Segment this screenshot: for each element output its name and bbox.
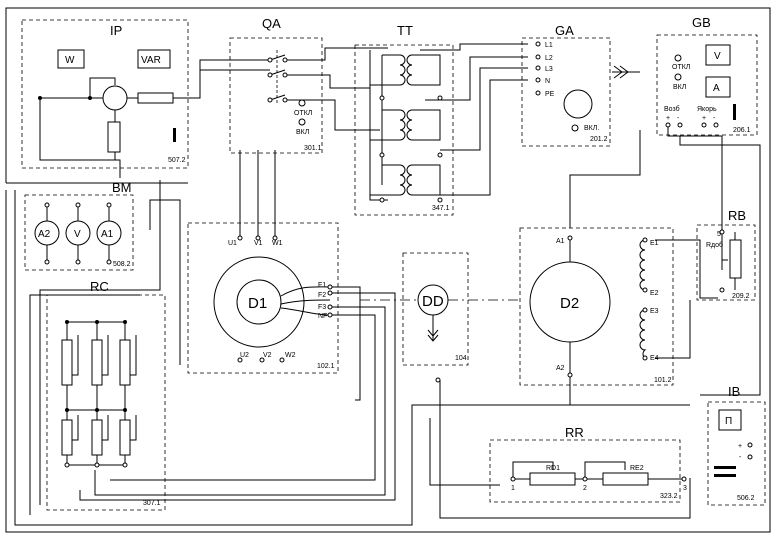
bm-code: 508.2 (113, 261, 131, 268)
ga-l2: L2 (545, 55, 553, 62)
ib-code: 506.2 (737, 495, 755, 502)
d1-u1: U1 (228, 240, 237, 247)
d1-f1: F1 (318, 282, 326, 289)
rb-block: RB 5 Rдоб 209.2 (696, 208, 756, 301)
gb-v: V (714, 51, 721, 62)
rr-block: RR RD1 RE2 1 2 3 323.2 (489, 425, 687, 503)
d1-block: U1 V1 W1 D1 F1 F2 F3 NF U2 V2 W2 102.1 (187, 222, 339, 374)
d1-u2: U2 (240, 352, 249, 359)
dd-code: 104 (455, 355, 467, 362)
rr-t2: 2 (583, 485, 587, 492)
ga-title: GA (555, 23, 574, 38)
d1-v1: V1 (254, 240, 263, 247)
var-meter-box (137, 49, 171, 69)
rb-code: 209.2 (732, 293, 750, 300)
ga-pe: PE (545, 91, 555, 98)
gb-on-label: ВКЛ (673, 84, 687, 91)
gb-plus-2: + (702, 115, 706, 122)
var-label: VAR (141, 55, 161, 66)
d1-f2: F2 (318, 292, 326, 299)
ga-l1: L1 (545, 42, 553, 49)
d2-e1: E1 (650, 240, 659, 247)
rr-r2: RE2 (630, 465, 644, 472)
tt-block: TT 347.1 (354, 23, 454, 216)
gb-block: GB ОТКЛ ВКЛ V A Возб Якорь + - + - 206.1 (656, 15, 758, 136)
qa-block: QA ОТКЛ ВКЛ 301.1 (229, 16, 323, 154)
qa-title: QA (262, 16, 281, 31)
ib-block: IB П + - 506.2 (707, 384, 766, 506)
gb-a: A (713, 83, 720, 94)
tt-title: TT (397, 23, 413, 38)
d1-f3: F3 (318, 304, 326, 311)
rb-title: RB (728, 208, 746, 223)
w-meter-box (57, 49, 85, 69)
rc-code: 307.1 (143, 500, 161, 507)
ib-button[interactable] (718, 409, 742, 431)
bm-a2: A2 (38, 229, 51, 240)
dd-block: DD 104 (402, 252, 469, 383)
rr-title: RR (565, 425, 584, 440)
qa-off-button[interactable] (298, 99, 306, 107)
bm-v: V (74, 229, 81, 240)
gb-yakor: Якорь (697, 106, 717, 113)
d1-nf: NF (318, 313, 327, 320)
d2-block: A1 D2 A2 E1 E2 E3 E4 101.2 (519, 227, 674, 386)
gb-off-button[interactable] (674, 54, 682, 62)
bm-block: BM A2 V A1 508.2 (24, 180, 134, 271)
ga-vkl-label: ВКЛ. (584, 125, 599, 132)
d2-a2: A2 (556, 365, 565, 372)
rr-code: 323.2 (660, 493, 678, 500)
rb-r-label: Rдоб (706, 241, 723, 249)
rr-t3: 3 (683, 485, 687, 492)
gb-minus-2: - (713, 115, 716, 122)
rr-r1: RD1 (546, 465, 560, 472)
gb-code: 206.1 (733, 127, 751, 134)
dd-label: DD (422, 293, 444, 310)
d1-label: D1 (248, 295, 267, 312)
d2-e4: E4 (650, 355, 659, 362)
ip-title: IP (110, 23, 122, 38)
d1-w1: W1 (272, 240, 283, 247)
rc-title: RC (90, 279, 109, 294)
d2-code: 101.2 (654, 377, 672, 384)
d1-w2: W2 (285, 352, 296, 359)
qa-on-label: ВКЛ (296, 129, 310, 136)
ga-on-button[interactable] (571, 124, 579, 132)
ip-code: 507.2 (168, 157, 186, 164)
ga-l3: L3 (545, 66, 553, 73)
bm-title: BM (112, 180, 132, 195)
d2-e2: E2 (650, 290, 659, 297)
qa-code: 301.1 (304, 145, 322, 152)
rr-t1: 1 (511, 485, 515, 492)
bm-a1: A1 (101, 229, 114, 240)
gb-on-button[interactable] (674, 73, 682, 81)
gb-vozb: Возб (664, 105, 680, 113)
tt-code: 347.1 (432, 205, 450, 212)
d1-v2: V2 (263, 352, 272, 359)
wiring (5, 7, 771, 533)
d2-e3: E3 (650, 308, 659, 315)
ga-code: 201.2 (590, 136, 608, 143)
ga-block: GA L1 L2 L3 N PE ВКЛ. 201.2 (521, 23, 629, 147)
rc-block: RC 307.1 (46, 279, 166, 511)
d2-a1: A1 (556, 238, 565, 245)
rb-5: 5 (717, 231, 721, 238)
gb-title: GB (692, 15, 711, 30)
qa-on-button[interactable] (298, 118, 306, 126)
ib-minus: - (739, 454, 742, 461)
ga-n: N (545, 78, 550, 85)
ib-title: IB (728, 384, 740, 399)
gb-plus-1: + (666, 115, 670, 122)
ib-p: П (725, 416, 732, 427)
qa-off-label: ОТКЛ (294, 110, 313, 117)
gb-off-label: ОТКЛ (672, 64, 691, 71)
ip-block: IP W VAR 507.2 (21, 19, 189, 169)
ga-knob[interactable] (563, 89, 593, 119)
w-label: W (65, 55, 75, 66)
d1-code: 102.1 (317, 363, 335, 370)
gb-minus-1: - (677, 115, 680, 122)
ib-plus: + (738, 443, 742, 450)
d2-label: D2 (560, 295, 579, 312)
